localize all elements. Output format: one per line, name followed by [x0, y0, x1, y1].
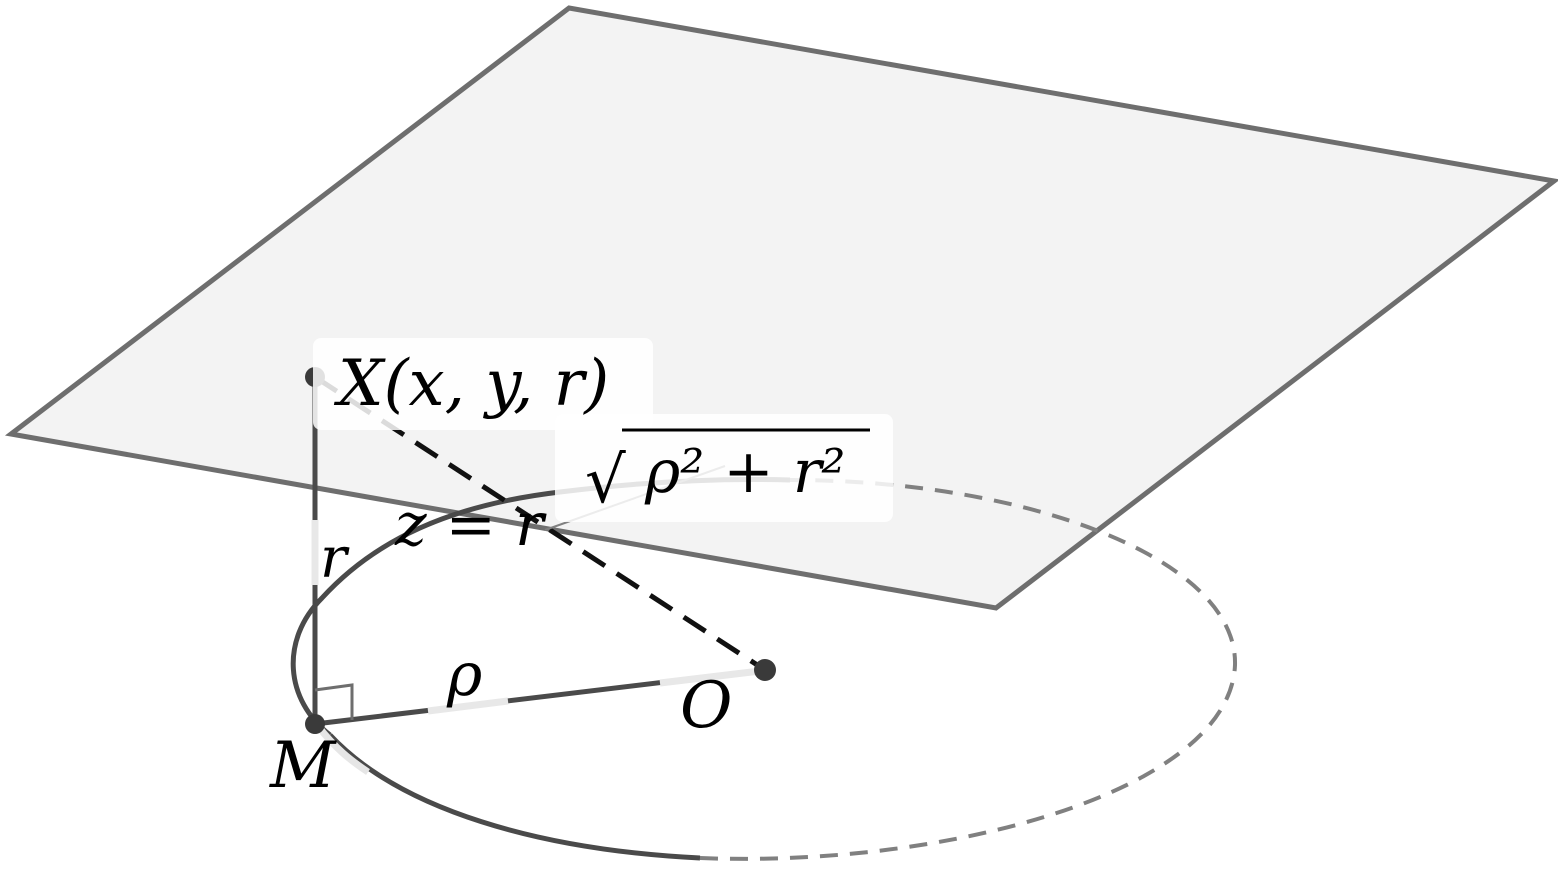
label-sqrt-expr: ρ² + r² — [644, 437, 845, 507]
point-m — [305, 714, 325, 734]
label-height-r: r — [320, 526, 350, 591]
label-origin: O — [680, 669, 732, 743]
label-sqrt-symbol: √ — [585, 444, 626, 518]
label-foot-m: M — [269, 729, 337, 803]
circle-hidden-arc — [699, 478, 1238, 861]
label-box-sqrt — [555, 414, 893, 522]
segment-m-o-light-2 — [659, 667, 761, 687]
circle-gap-highlight — [315, 723, 370, 775]
label-point-x: X(x, y, r) — [333, 347, 609, 421]
segment-m-o-light-1 — [427, 697, 509, 715]
plane-z-equals-r — [4, 5, 1558, 611]
label-plane-eq: z = r — [394, 490, 547, 560]
label-box-point-x — [313, 338, 653, 430]
point-o — [754, 659, 776, 681]
label-rho: ρ — [446, 640, 482, 710]
right-angle-marker — [314, 683, 354, 720]
circle-visible-arc-front — [328, 733, 701, 861]
